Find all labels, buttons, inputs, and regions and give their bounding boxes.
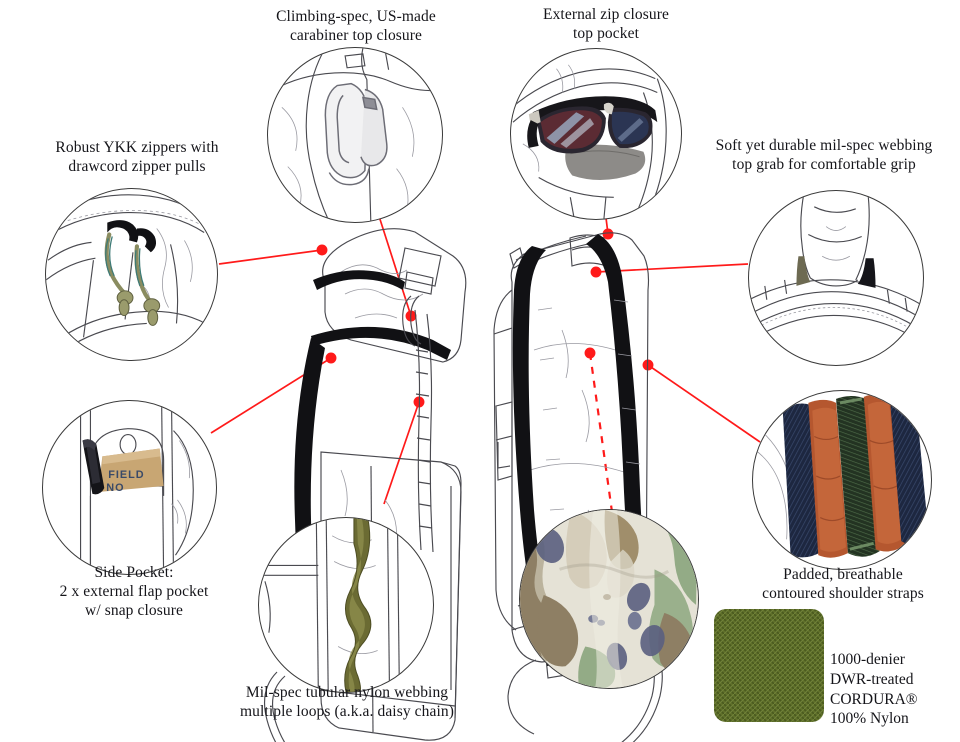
caption-side-pocket: Side Pocket: 2 x external flap pocket w/… bbox=[59, 564, 209, 619]
detail-circle-side-pocket: FIELD NO bbox=[42, 400, 217, 575]
caption-zippers: Robust YKK zippers with drawcord zipper … bbox=[55, 139, 219, 175]
callout-line-shoulder-straps bbox=[647, 364, 761, 443]
caption-daisy-chain: Mil-spec tubular nylon webbing multiple … bbox=[240, 684, 454, 720]
detail-circle-camo-lining bbox=[519, 509, 699, 689]
detail-circle-zippers bbox=[45, 188, 218, 361]
detail-circle-grab-handle bbox=[748, 190, 924, 366]
callout-line-carabiner bbox=[377, 212, 412, 317]
svg-text:FIELD: FIELD bbox=[108, 469, 144, 481]
caption-carabiner: Climbing-spec, US-made carabiner top clo… bbox=[276, 8, 436, 44]
caption-shoulder-straps: Padded, breathable contoured shoulder st… bbox=[762, 566, 924, 602]
cordura-fabric-swatch bbox=[714, 609, 824, 722]
callout-dot-grab-handle bbox=[590, 266, 602, 278]
detail-circle-daisy-chain bbox=[258, 517, 434, 693]
detail-circle-shoulder-straps bbox=[752, 390, 932, 570]
callout-dot-side-pocket bbox=[325, 352, 337, 364]
callout-line-camo bbox=[588, 352, 614, 513]
callout-dot-daisy-chain bbox=[413, 396, 425, 408]
detail-circle-carabiner bbox=[267, 47, 443, 223]
callout-dot-shoulder-straps bbox=[642, 359, 654, 371]
caption-top-pocket: External zip closure top pocket bbox=[543, 6, 669, 42]
callout-dot-top-pocket bbox=[602, 228, 614, 240]
callout-line-zippers bbox=[218, 249, 323, 265]
callout-line-grab-handle bbox=[595, 263, 749, 273]
callout-line-side-pocket bbox=[210, 357, 332, 434]
svg-text:NO: NO bbox=[106, 482, 124, 494]
callout-dot-carabiner bbox=[405, 310, 417, 322]
callout-dot-zippers bbox=[316, 244, 328, 256]
caption-grab-handle: Soft yet durable mil-spec webbing top gr… bbox=[715, 137, 933, 173]
fabric-swatch-label: 1000-denier DWR-treated CORDURA® 100% Ny… bbox=[830, 651, 918, 728]
detail-circle-top-pocket bbox=[510, 48, 682, 220]
callout-dot-camo bbox=[584, 347, 596, 359]
callout-line-daisy-chain bbox=[383, 401, 420, 505]
